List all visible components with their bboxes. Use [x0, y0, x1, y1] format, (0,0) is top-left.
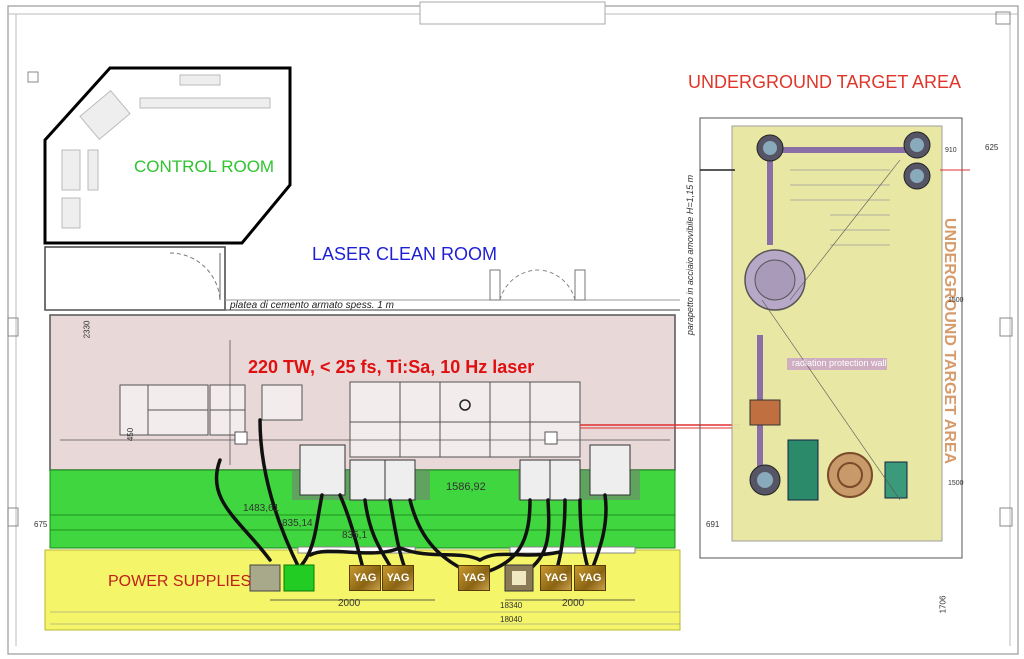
laser-clean-room-label: LASER CLEAN ROOM	[312, 244, 498, 264]
parapetto-note: parapetto in acciaio amovibile H=1,15 m	[685, 174, 696, 336]
dimension-2000-right: 2000	[562, 598, 585, 609]
dimension-1586: 1586,92	[446, 481, 486, 493]
dimension-835-14: 835,14	[282, 518, 313, 529]
dimension-450: 450	[126, 427, 136, 442]
dimension-691: 691	[706, 520, 720, 529]
yag-unit: YAG	[540, 565, 572, 591]
magnet-green	[787, 439, 819, 501]
power-supply-gray	[249, 564, 281, 592]
power-supply-green	[283, 564, 315, 592]
underground-target-title: UNDERGROUND TARGET AREA	[688, 72, 962, 92]
dimension-1706: 1706	[938, 595, 948, 614]
entrance-notch	[419, 1, 606, 25]
dimension-625: 625	[985, 143, 999, 152]
yag-unit: YAG	[574, 565, 606, 591]
laser-equipment	[119, 381, 581, 458]
power-supplies-label: POWER SUPPLIES	[108, 573, 252, 590]
dimension-2000-left: 2000	[338, 598, 361, 609]
control-room-outline	[43, 66, 292, 245]
dimension-18340: 18340	[500, 601, 523, 610]
dimension-18040: 18040	[500, 615, 523, 624]
dimension-910: 910	[945, 147, 957, 154]
control-room-desks	[61, 74, 271, 229]
underground-target-vertical: UNDERGROUND TARGET AREA	[941, 217, 959, 465]
platea-note: platea di cemento armato spess. 1 m	[230, 300, 394, 311]
yag-unit: YAG	[349, 565, 381, 591]
dimension-1483: 1483,61	[243, 503, 280, 514]
radiation-wall	[787, 358, 887, 370]
pump-units	[299, 444, 631, 501]
target-area-outline	[699, 117, 963, 559]
dimension-2330: 2330	[82, 320, 92, 339]
radiation-wall-label: radiation protection wall	[792, 358, 887, 368]
yag-unit: YAG	[458, 565, 490, 591]
laser-spec-label: 220 TW, < 25 fs, Ti:Sa, 10 Hz laser	[248, 357, 535, 377]
dimension-675: 675	[34, 520, 48, 529]
dimension-1500-a: 1500	[948, 297, 964, 304]
yag-unit: YAG	[382, 565, 414, 591]
control-room-label: CONTROL ROOM	[134, 157, 275, 176]
dimension-1500-b: 1500	[948, 480, 964, 487]
dimension-835-1: 835,1	[342, 530, 368, 541]
